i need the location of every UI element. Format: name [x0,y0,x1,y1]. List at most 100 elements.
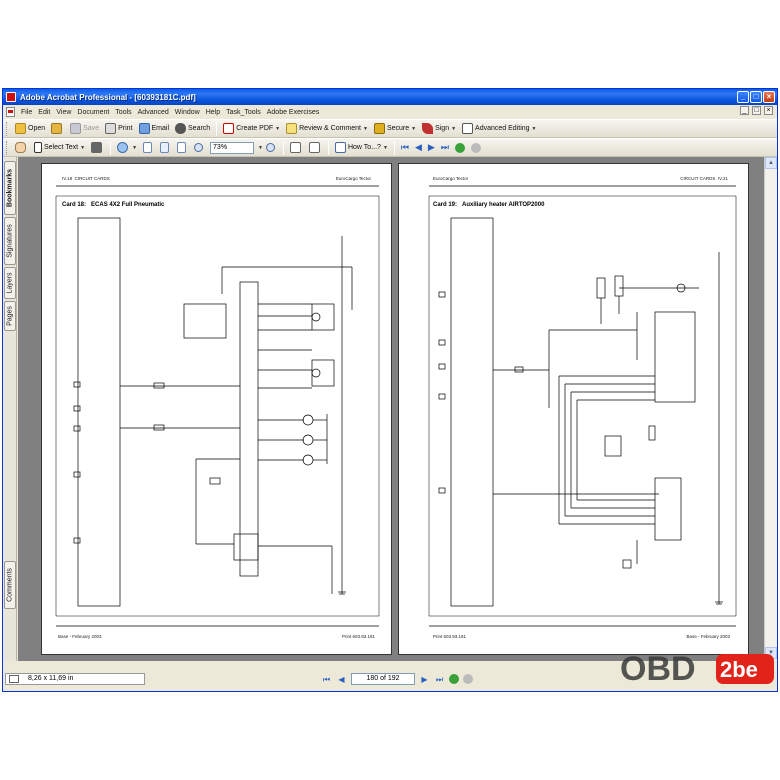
scroll-up-icon[interactable]: ▲ [765,157,777,169]
tab-signatures-label: Signatures [6,224,14,258]
toolbar-grip[interactable] [6,140,9,155]
open-button[interactable]: Open [12,121,48,137]
last-page-icon[interactable]: ⏭ [435,674,444,684]
minimize-button[interactable]: _ [737,91,749,103]
doc-minimize-button[interactable]: _ [740,106,749,115]
next-page-icon[interactable]: ▶ [421,674,428,684]
page-footer-right: Base - February 2003 [686,634,730,639]
menu-document[interactable]: Document [77,108,110,116]
next-page-button[interactable]: ▶ [425,140,438,156]
close-button[interactable]: × [763,91,775,103]
search-label: Search [188,125,211,132]
tab-bookmarks[interactable]: Bookmarks [4,161,16,215]
secure-label: Secure [386,125,410,132]
maximize-button[interactable]: □ [750,91,762,103]
toolbar-grip[interactable] [6,121,9,136]
menu-adobe-exercises[interactable]: Adobe Exercises [266,108,320,116]
menu-view[interactable]: View [56,108,72,116]
previous-view-icon[interactable] [449,674,459,684]
chevron-down-icon[interactable]: ▼ [531,125,537,132]
create-pdf-icon [223,123,235,134]
window-title: Adobe Acrobat Professional - [60393181C.… [20,92,196,102]
next-view-icon [470,142,481,153]
tab-layers[interactable]: Layers [4,267,16,299]
chevron-down-icon[interactable]: ▼ [80,144,86,151]
tab-comments[interactable]: Comments [4,561,16,609]
secure-button[interactable]: Secure ▼ [371,121,419,137]
title-bar[interactable]: Adobe Acrobat Professional - [60393181C.… [3,89,777,105]
document-icon[interactable] [6,107,15,117]
how-to-button[interactable]: How To...? ▼ [332,140,391,156]
search-button[interactable]: Search [172,121,213,137]
acrobat-app-icon[interactable] [6,92,16,102]
wiring-diagram-ecas [55,185,380,627]
advanced-editing-button[interactable]: Advanced Editing ▼ [459,121,539,137]
actual-size-button[interactable] [140,140,157,156]
zoom-dropdown-icon[interactable]: ▼ [258,144,263,151]
page-size-text: 8,26 x 11,69 in [28,675,74,682]
fit-page-icon [160,142,170,153]
review-comment-button[interactable]: Review & Comment ▼ [283,121,371,137]
menu-advanced[interactable]: Advanced [137,108,169,116]
zoom-tool-button[interactable]: ▼ [114,140,140,156]
email-button[interactable]: Email [136,121,173,137]
document-view[interactable]: IV.18 CIRCUIT CARDS EuroCargo Tector Car… [18,157,764,661]
page-footer-left: Print 603.93.181 [433,634,467,639]
help-page-icon [334,142,346,153]
chevron-down-icon[interactable]: ▼ [132,144,138,151]
organizer-button[interactable] [48,121,67,137]
menu-file[interactable]: File [21,108,33,116]
status-bar: 8,26 x 11,69 in ⏮ ◀ 180 of 192 ▶ ⏭ [3,661,777,691]
snapshot-button[interactable] [88,140,107,156]
previous-view-button[interactable] [452,140,468,156]
print-label: Print [118,125,133,132]
menu-tools[interactable]: Tools [115,108,132,116]
hand-tool-button[interactable] [12,140,31,156]
tab-bookmarks-label: Bookmarks [6,168,14,208]
chevron-down-icon[interactable]: ▼ [382,144,388,151]
menu-task-tools[interactable]: Task_Tools [226,108,261,116]
card-heading: Card 18: ECAS 4X2 Full Pneumatic [62,202,165,208]
next-view-button[interactable] [468,140,484,156]
chevron-down-icon[interactable]: ▼ [362,125,368,132]
zoom-level-input[interactable]: 73% [210,141,255,154]
tab-pages[interactable]: Pages [4,301,16,331]
tab-layers-label: Layers [6,272,14,294]
doc-restore-button[interactable]: □ [752,106,761,115]
fit-width-button[interactable] [174,140,191,156]
first-page-icon[interactable]: ⏮ [322,674,331,684]
rotate-view-ccw-button[interactable] [306,140,325,156]
zoom-in-button[interactable] [263,140,280,156]
menu-window[interactable]: Window [174,108,200,116]
page-footer-right: Print 603.93.181 [341,634,375,639]
previous-page-icon[interactable]: ◀ [338,674,345,684]
vertical-scrollbar[interactable]: ▲ ▼ [764,157,777,661]
file-toolbar: Open Save Print Email Search Create PDF … [3,119,777,138]
page-number: IV.18 CIRCUIT CARDS [62,176,110,181]
print-button[interactable]: Print [102,121,135,137]
create-pdf-button[interactable]: Create PDF ▼ [220,121,283,137]
save-disk-icon [70,123,82,134]
previous-page-button[interactable]: ◀ [412,140,425,156]
sign-button[interactable]: Sign ▼ [419,121,459,137]
chevron-down-icon[interactable]: ▼ [411,125,417,132]
first-page-button[interactable]: ⏮ [398,140,412,156]
fit-page-button[interactable] [157,140,174,156]
rotate-view-button[interactable] [287,140,306,156]
zoom-out-button[interactable] [191,140,208,156]
last-page-button[interactable]: ⏭ [438,140,452,156]
first-page-icon: ⏮ [400,142,409,152]
next-view-icon[interactable] [463,674,473,684]
card-heading: Card 19: Auxiliary heater AIRTOP2000 [433,202,545,208]
tab-signatures[interactable]: Signatures [4,217,16,265]
select-text-button[interactable]: Select Text ▼ [31,140,88,156]
menu-edit[interactable]: Edit [38,108,51,116]
menu-help[interactable]: Help [205,108,221,116]
text-cursor-icon [34,142,42,153]
chevron-down-icon[interactable]: ▼ [451,125,457,132]
page-number-input[interactable]: 180 of 192 [351,673,415,685]
chevron-down-icon[interactable]: ▼ [275,125,281,132]
save-button[interactable]: Save [67,121,102,137]
pdf-page-right: EuroCargo Tector CIRCUIT CARDS IV.21 Car… [398,163,749,655]
doc-close-button[interactable]: × [764,106,773,115]
